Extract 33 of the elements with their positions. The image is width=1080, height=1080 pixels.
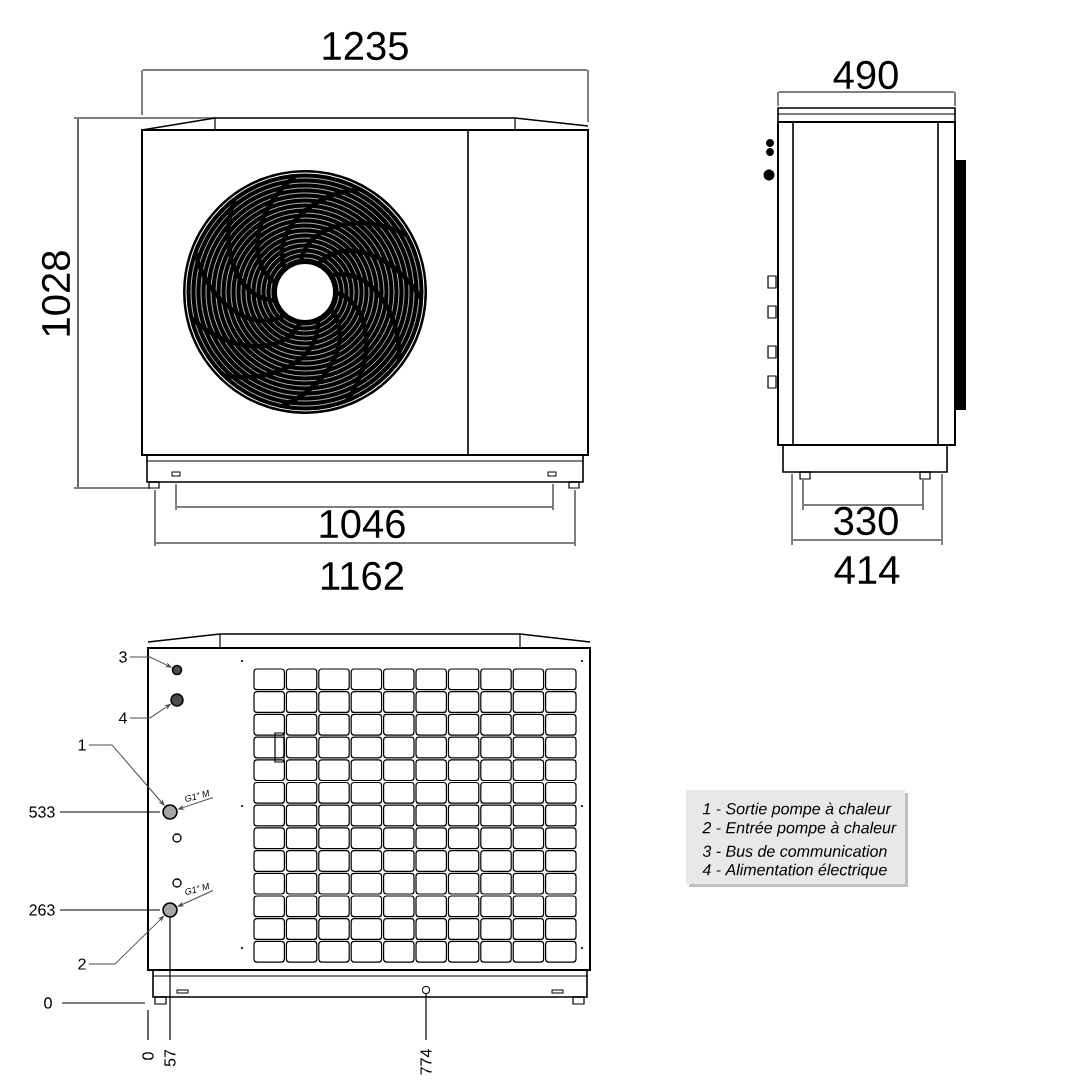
dimension-value: 1028 [41, 251, 71, 336]
legend-entry: 2 - Entrée pompe à chaleur [702, 821, 897, 837]
legend-entry: 4 - Alimentation électrique [702, 863, 887, 879]
dimension-value: 0 [142, 1052, 154, 1060]
leader-line [177, 890, 214, 907]
callout-number: 3 [119, 651, 127, 663]
leader-line [129, 704, 171, 719]
dimension-value: 0 [44, 997, 52, 1009]
callout-number: 4 [118, 712, 127, 724]
dimension-value: 490 [833, 60, 898, 90]
dimension-value: 263 [29, 904, 55, 916]
dimension-value: 57 [164, 1049, 176, 1067]
dimension-value: 414 [834, 556, 900, 584]
leader-line [88, 744, 165, 806]
connector-fitting [170, 693, 184, 707]
thread-label: G1" M [185, 789, 209, 802]
dimension-value: 533 [29, 806, 55, 818]
dimension-value: 1046 [320, 509, 405, 539]
leader-line [178, 797, 214, 810]
leader-line [129, 656, 172, 668]
legend-entry: 3 - Bus de communication [702, 845, 887, 857]
connector-fitting [171, 664, 183, 676]
dimension-value: 774 [420, 1049, 432, 1075]
callout-number: 2 [78, 958, 86, 970]
legend-entry: 1 - Sortie pompe à chaleur [702, 802, 892, 818]
dimension-value: 1162 [322, 561, 403, 591]
dimension-value: 1235 [323, 31, 408, 61]
leader-line [88, 916, 164, 965]
pipe-fitting [162, 902, 178, 918]
thread-label: G1" M [185, 882, 209, 895]
dimension-value: 330 [834, 506, 898, 536]
pipe-fitting [162, 804, 178, 820]
callout-number: 1 [78, 739, 86, 751]
